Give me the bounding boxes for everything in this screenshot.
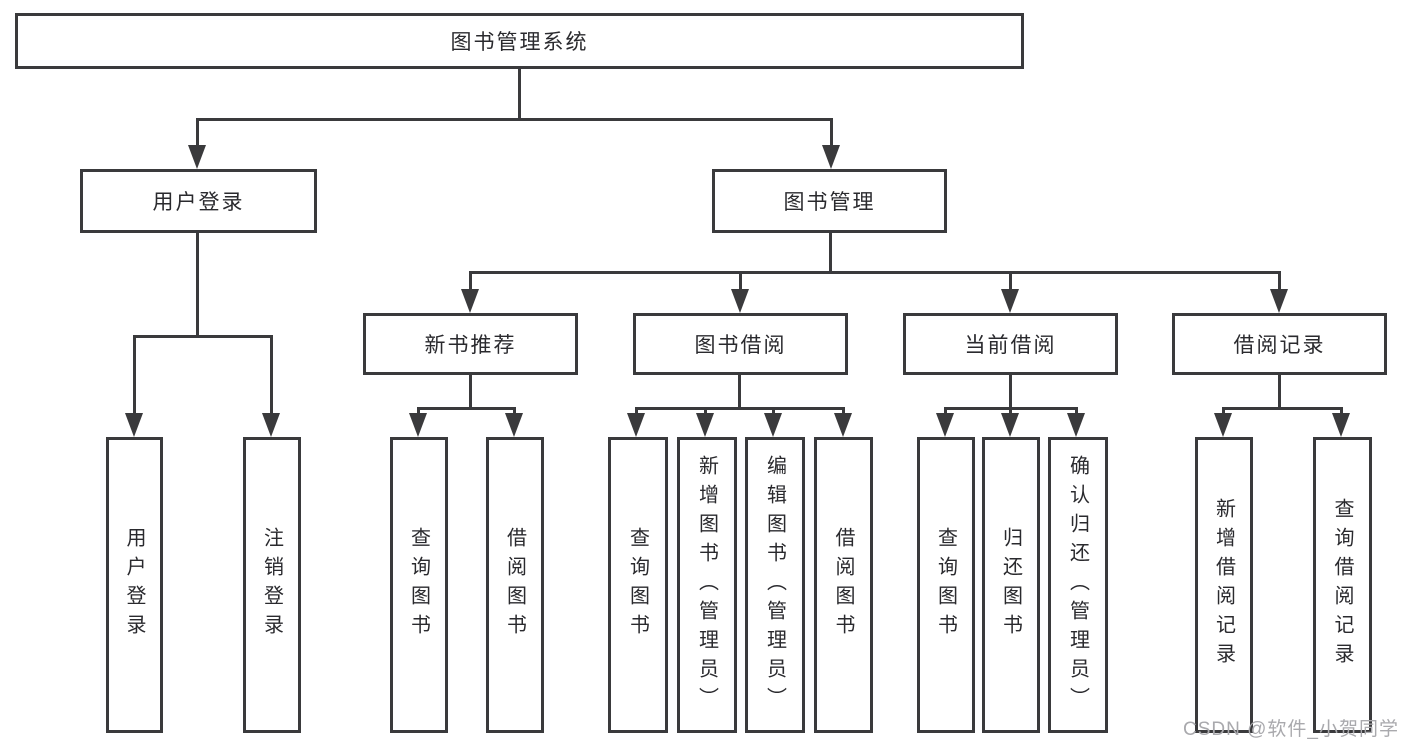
arrow-to-add-book xyxy=(696,413,714,437)
connector-borrow-1 xyxy=(635,407,638,415)
arrow-to-query-book-cur xyxy=(936,413,954,437)
leaf-query-book-bor: 查询图书 xyxy=(608,437,668,733)
arrow-to-new-book-rec xyxy=(461,289,479,313)
arrow-to-query-book-bor xyxy=(627,413,645,437)
arrow-to-current-borrow xyxy=(1001,289,1019,313)
connector-to-borrow-records xyxy=(1278,271,1281,291)
arrow-to-book-borrow xyxy=(731,289,749,313)
node-borrow-records: 借阅记录 xyxy=(1172,313,1387,375)
arrow-to-user-login xyxy=(188,145,206,169)
connector-borrow-3 xyxy=(772,407,775,415)
connector-rec-right xyxy=(513,407,516,415)
connector-borrow-2 xyxy=(704,407,707,415)
connector-to-book-borrow xyxy=(739,271,742,291)
connector-to-leaf-user-login xyxy=(133,335,136,415)
connector-borrow-4 xyxy=(842,407,845,415)
connector-current-1 xyxy=(944,407,947,415)
node-library-system: 图书管理系统 xyxy=(15,13,1024,69)
arrow-to-query-book-rec xyxy=(409,413,427,437)
connector-to-new-book-rec xyxy=(469,271,472,291)
connector-current-2 xyxy=(1009,407,1012,415)
connector-rec-left xyxy=(417,407,420,415)
arrow-to-borrow-records xyxy=(1270,289,1288,313)
arrow-to-add-record xyxy=(1214,413,1232,437)
connector-level2-bar xyxy=(469,271,1281,274)
node-book-mgmt: 图书管理 xyxy=(712,169,947,233)
node-current-borrow: 当前借阅 xyxy=(903,313,1118,375)
connector-borrow-bar xyxy=(635,407,845,410)
connector-mgmt-trunk xyxy=(829,233,832,271)
connector-current-3 xyxy=(1075,407,1078,415)
leaf-query-book-rec: 查询图书 xyxy=(390,437,448,733)
connector-records-1 xyxy=(1222,407,1225,415)
leaf-return-book: 归还图书 xyxy=(982,437,1040,733)
leaf-edit-book-admin: 编辑图书（管理员） xyxy=(745,437,805,733)
arrow-to-query-record xyxy=(1332,413,1350,437)
arrow-to-confirm-return xyxy=(1067,413,1085,437)
arrow-to-edit-book xyxy=(764,413,782,437)
connector-to-user-login xyxy=(196,118,199,147)
connector-to-book-mgmt xyxy=(830,118,833,147)
arrow-to-leaf-logout xyxy=(262,413,280,437)
leaf-logout: 注销登录 xyxy=(243,437,301,733)
leaf-borrow-book-bor: 借阅图书 xyxy=(814,437,873,733)
node-user-login: 用户登录 xyxy=(80,169,317,233)
leaf-borrow-book-rec: 借阅图书 xyxy=(486,437,544,733)
connector-borrow-trunk xyxy=(738,375,741,407)
leaf-user-login: 用户登录 xyxy=(106,437,163,733)
node-new-book-rec: 新书推荐 xyxy=(363,313,578,375)
connector-records-trunk xyxy=(1278,375,1281,407)
leaf-query-book-cur: 查询图书 xyxy=(917,437,975,733)
connector-rec-bar xyxy=(417,407,516,410)
connector-records-2 xyxy=(1340,407,1343,415)
connector-rec-trunk xyxy=(469,375,472,407)
leaf-query-borrow-record: 查询借阅记录 xyxy=(1313,437,1372,733)
connector-login-bar xyxy=(133,335,273,338)
arrow-to-leaf-user-login xyxy=(125,413,143,437)
arrow-to-borrow-book-bor xyxy=(834,413,852,437)
arrow-to-return-book xyxy=(1001,413,1019,437)
node-book-borrow: 图书借阅 xyxy=(633,313,848,375)
connector-root-trunk xyxy=(518,69,521,118)
connector-current-trunk xyxy=(1009,375,1012,407)
csdn-watermark: CSDN @软件_小贺同学 xyxy=(1183,719,1399,740)
leaf-add-book-admin: 新增图书（管理员） xyxy=(677,437,737,733)
leaf-confirm-return-admin: 确认归还（管理员） xyxy=(1048,437,1108,733)
connector-login-trunk xyxy=(196,233,199,335)
connector-to-current-borrow xyxy=(1009,271,1012,291)
arrow-to-book-mgmt xyxy=(822,145,840,169)
connector-records-bar xyxy=(1222,407,1342,410)
arrow-to-borrow-book-rec xyxy=(505,413,523,437)
connector-to-leaf-logout xyxy=(270,335,273,415)
leaf-add-borrow-record: 新增借阅记录 xyxy=(1195,437,1253,733)
connector-level1-bar xyxy=(196,118,833,121)
